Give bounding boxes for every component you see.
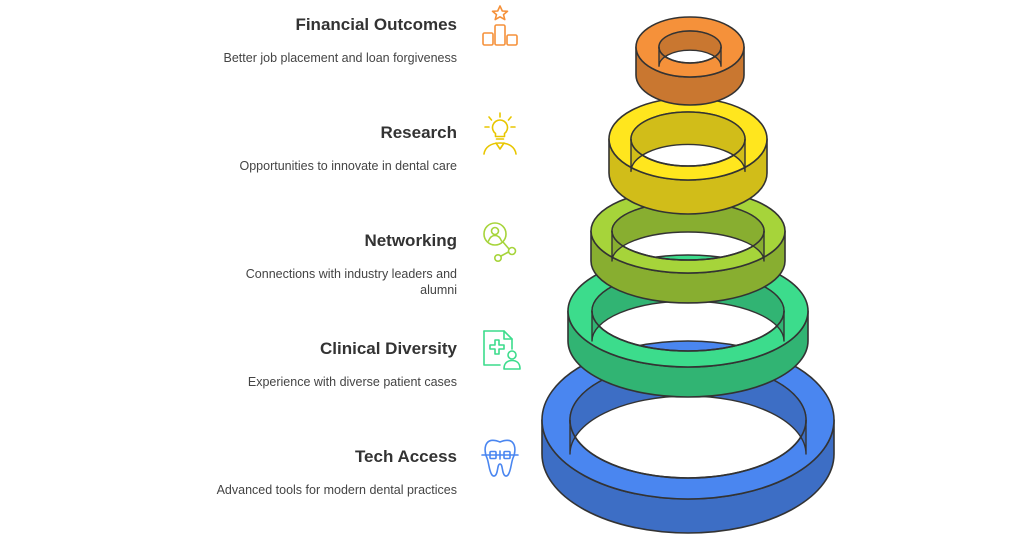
clinical-diversity-description: Experience with diverse patient cases bbox=[247, 375, 457, 389]
item-financial-outcomes: Financial Outcomes Better job placement … bbox=[207, 14, 457, 66]
item-networking: Networking Connections with industry lea… bbox=[207, 230, 457, 298]
item-clinical-diversity: Clinical Diversity Experience with diver… bbox=[207, 338, 457, 390]
clinical-diversity-title: Clinical Diversity bbox=[319, 339, 457, 358]
medical-file-patient-icon bbox=[478, 327, 522, 371]
networking-description: Connections with industry leaders and al… bbox=[245, 267, 457, 297]
research-description: Opportunities to innovate in dental care bbox=[239, 159, 458, 173]
financial-outcomes-title: Financial Outcomes bbox=[295, 15, 457, 34]
tech-access-description: Advanced tools for modern dental practic… bbox=[216, 483, 457, 497]
tooth-braces-icon bbox=[478, 435, 522, 479]
trophy-podium-icon bbox=[478, 3, 522, 47]
ring-research bbox=[608, 97, 768, 215]
item-tech-access: Tech Access Advanced tools for modern de… bbox=[207, 446, 457, 498]
person-network-icon bbox=[478, 219, 522, 263]
financial-outcomes-description: Better job placement and loan forgivenes… bbox=[223, 51, 457, 65]
tech-access-title: Tech Access bbox=[354, 447, 457, 466]
lightbulb-person-icon bbox=[478, 111, 522, 155]
ring-financial-outcomes bbox=[635, 16, 745, 106]
research-title: Research bbox=[380, 123, 457, 142]
item-research: Research Opportunities to innovate in de… bbox=[207, 122, 458, 174]
networking-title: Networking bbox=[364, 231, 457, 250]
